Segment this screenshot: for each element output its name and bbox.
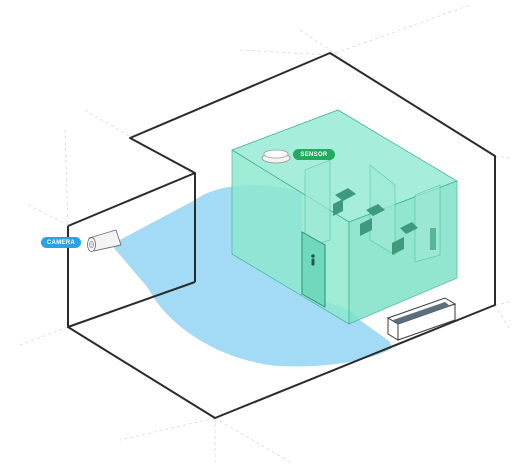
- window-bench: [386, 297, 457, 341]
- sensor-label-badge: SENSOR: [293, 149, 335, 160]
- meeting-room-box: [231, 109, 458, 325]
- camera-label-badge: CAMERA: [41, 237, 81, 248]
- security-camera-icon: [87, 229, 122, 252]
- room-outline: [67, 52, 496, 419]
- ceiling-sensor-icon: [261, 149, 291, 164]
- desk-with-chairs-icon: [333, 188, 436, 255]
- guide-lines: [19, 4, 511, 463]
- meeting-room-door: [301, 231, 326, 308]
- person-door-icon: [311, 254, 315, 266]
- camera-coverage-area: [114, 185, 392, 367]
